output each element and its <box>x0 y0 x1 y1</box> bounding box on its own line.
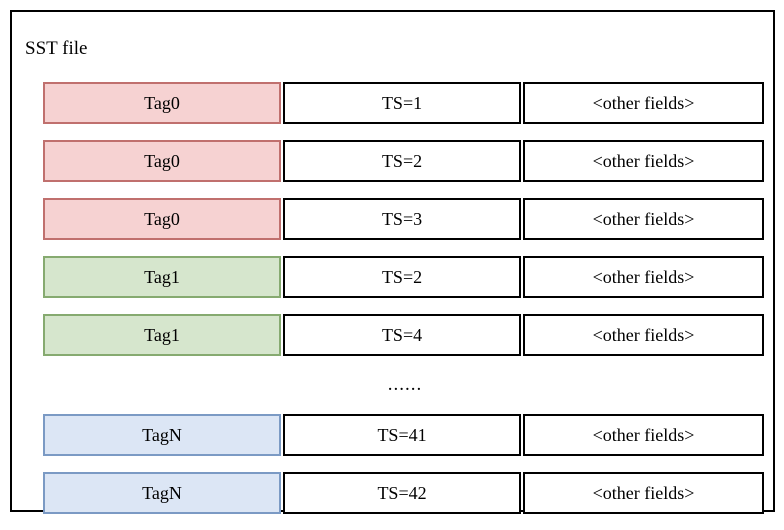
table-row: Tag0 TS=2 <other fields> <box>43 140 765 182</box>
other-fields-cell: <other fields> <box>523 140 765 182</box>
table-row: Tag1 TS=4 <other fields> <box>43 314 765 356</box>
other-fields-cell: <other fields> <box>523 82 765 124</box>
timestamp-cell: TS=42 <box>283 472 522 514</box>
other-fields-cell: <other fields> <box>523 314 765 356</box>
record-rows: Tag0 TS=1 <other fields> Tag0 TS=2 <othe… <box>43 82 765 530</box>
tag-cell: Tag1 <box>43 314 282 356</box>
tag-cell: Tag0 <box>43 82 282 124</box>
tag-cell: Tag0 <box>43 140 282 182</box>
timestamp-cell: TS=2 <box>283 256 522 298</box>
sst-file-frame: SST file Tag0 TS=1 <other fields> Tag0 T… <box>10 10 775 514</box>
tag-cell: Tag1 <box>43 256 282 298</box>
timestamp-cell: TS=2 <box>283 140 522 182</box>
timestamp-cell: TS=41 <box>283 414 522 456</box>
tag-cell: TagN <box>43 414 282 456</box>
table-row: TagN TS=42 <other fields> <box>43 472 765 514</box>
other-fields-cell: <other fields> <box>523 414 765 456</box>
sst-file-title: SST file <box>25 38 88 59</box>
other-fields-cell: <other fields> <box>523 472 765 514</box>
timestamp-cell: TS=3 <box>283 198 522 240</box>
ellipsis-dots: ...... <box>387 374 423 395</box>
other-fields-cell: <other fields> <box>523 198 765 240</box>
ellipsis-separator: ...... <box>43 372 764 398</box>
table-row: Tag0 TS=1 <other fields> <box>43 82 765 124</box>
table-row: TagN TS=41 <other fields> <box>43 414 765 456</box>
tag-cell: Tag0 <box>43 198 282 240</box>
other-fields-cell: <other fields> <box>523 256 765 298</box>
table-row: Tag0 TS=3 <other fields> <box>43 198 765 240</box>
timestamp-cell: TS=4 <box>283 314 522 356</box>
tag-cell: TagN <box>43 472 282 514</box>
table-row: Tag1 TS=2 <other fields> <box>43 256 765 298</box>
timestamp-cell: TS=1 <box>283 82 522 124</box>
